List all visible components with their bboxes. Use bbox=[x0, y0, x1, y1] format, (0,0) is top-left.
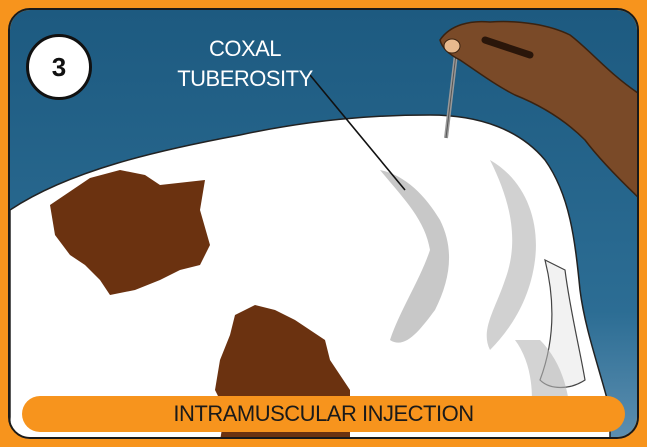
illustration-panel: 3 COXAL TUBEROSITY bbox=[8, 8, 639, 439]
caption-banner: INTRAMUSCULAR INJECTION bbox=[22, 396, 625, 432]
anatomy-label-line1: COXAL bbox=[160, 34, 330, 64]
step-number: 3 bbox=[52, 52, 66, 83]
anatomy-label: COXAL TUBEROSITY bbox=[160, 34, 330, 94]
step-number-badge: 3 bbox=[26, 34, 92, 100]
caption-text: INTRAMUSCULAR INJECTION bbox=[173, 401, 473, 427]
thumbnail bbox=[444, 39, 460, 53]
anatomy-label-line2: TUBEROSITY bbox=[160, 64, 330, 94]
